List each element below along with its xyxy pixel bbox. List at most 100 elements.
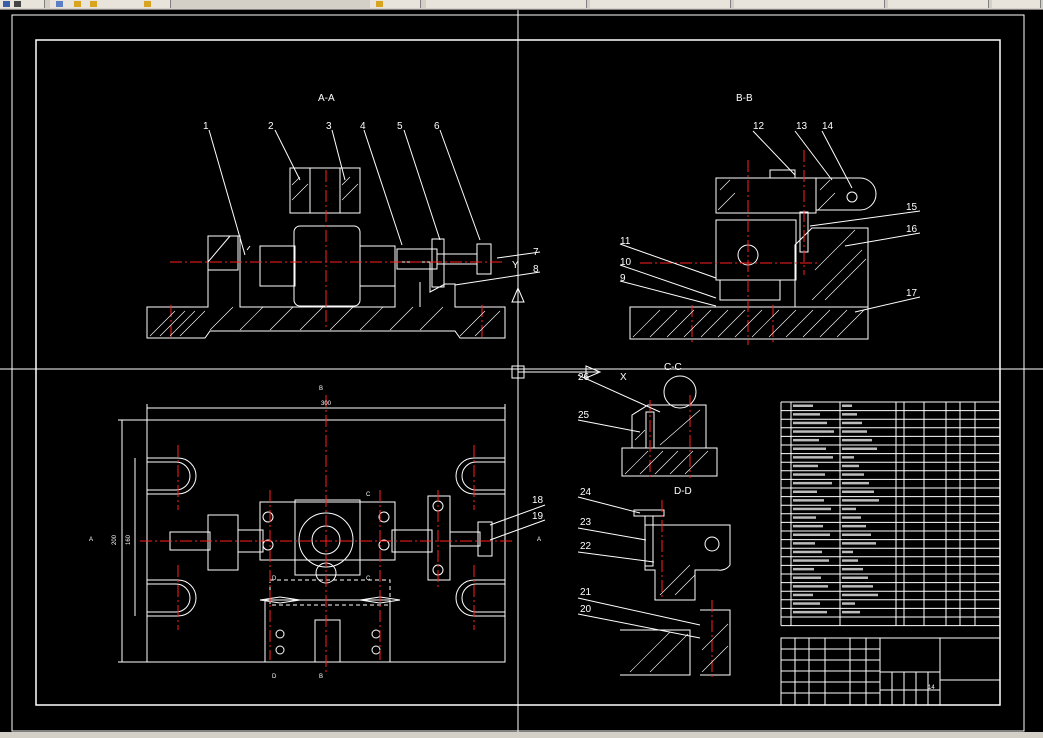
section-mark-d-bot: D bbox=[272, 674, 277, 680]
table-cell-text bbox=[842, 481, 869, 485]
table-cell-text bbox=[793, 610, 827, 614]
table-cell-text bbox=[842, 430, 867, 433]
toolbar-segment-tools bbox=[50, 0, 171, 8]
table-cell-text bbox=[842, 567, 863, 571]
table-cell-text bbox=[842, 413, 857, 416]
table-cell-text bbox=[793, 542, 815, 545]
callout-17: 17 bbox=[906, 288, 918, 299]
view-aa: A-A bbox=[146, 93, 541, 340]
paste-icon[interactable] bbox=[90, 1, 97, 7]
table-cell-text bbox=[793, 456, 833, 459]
sheet-inner-border bbox=[35, 39, 1001, 706]
sheet-outer-border bbox=[11, 14, 1025, 732]
callout-25: 25 bbox=[578, 410, 590, 421]
table-cell-text bbox=[842, 438, 872, 442]
table-cell-text bbox=[842, 421, 862, 425]
table-cell-text bbox=[842, 524, 866, 528]
table-cell-text bbox=[842, 404, 852, 407]
table-cell-text bbox=[842, 516, 861, 519]
bb-base-plate bbox=[629, 306, 869, 340]
view-aa-title: A-A bbox=[318, 93, 335, 104]
table-cell-text bbox=[842, 533, 871, 536]
ucs-icon: X Y bbox=[511, 260, 627, 383]
table-cell-text bbox=[842, 542, 876, 545]
open-icon[interactable] bbox=[56, 1, 63, 7]
layer-icon[interactable] bbox=[144, 1, 151, 7]
toolbar-dropdown-1[interactable] bbox=[426, 0, 587, 8]
callout-5: 5 bbox=[397, 121, 403, 132]
table-cell-text bbox=[793, 421, 827, 425]
section-mark-c-mid: C bbox=[366, 576, 371, 582]
table-cell-text bbox=[793, 602, 820, 605]
callout-21: 21 bbox=[580, 587, 592, 598]
table-cell-text bbox=[793, 550, 822, 554]
drawing-canvas[interactable]: X Y A-A bbox=[0, 10, 1043, 732]
callout-2: 2 bbox=[268, 121, 274, 132]
table-cell-text bbox=[793, 430, 834, 433]
table-cell-text bbox=[793, 490, 817, 493]
table-cell-text bbox=[793, 438, 819, 442]
table-cell-text bbox=[842, 507, 856, 511]
table-cell-text bbox=[793, 576, 821, 579]
table-cell-text bbox=[793, 507, 831, 511]
toolbar-dropdown-3[interactable] bbox=[734, 0, 885, 8]
table-cell-text bbox=[842, 490, 874, 493]
cad-drawing[interactable]: X Y A-A bbox=[0, 10, 1043, 732]
callout-15: 15 bbox=[906, 202, 918, 213]
view-dd: D-D 24 23 22 21 20 bbox=[577, 486, 731, 678]
callout-20: 20 bbox=[580, 604, 592, 615]
section-mark-c-top: C bbox=[366, 492, 371, 498]
bb-clamp-plate bbox=[715, 177, 817, 214]
toolbar-dropdown-2[interactable] bbox=[590, 0, 731, 8]
properties-icon[interactable] bbox=[74, 1, 81, 7]
callout-12: 12 bbox=[753, 121, 765, 132]
callout-11: 11 bbox=[620, 236, 631, 247]
bb-workpiece bbox=[715, 219, 797, 281]
section-mark-d-mid: D bbox=[272, 576, 277, 582]
table-cell-text bbox=[842, 602, 855, 605]
table-cell-text bbox=[842, 610, 860, 614]
aa-workpiece bbox=[293, 225, 361, 307]
dim-height: 200 bbox=[112, 534, 118, 545]
table-cell-text bbox=[793, 533, 830, 536]
table-cell-text bbox=[793, 404, 813, 407]
callout-3: 3 bbox=[326, 121, 332, 132]
callout-8: 8 bbox=[533, 264, 539, 275]
view-cc: C-C 26 25 bbox=[577, 362, 718, 478]
table-cell-text bbox=[793, 559, 829, 562]
dim-inner: 160 bbox=[126, 534, 132, 545]
table-cell-text bbox=[793, 516, 816, 519]
save-icon[interactable] bbox=[3, 1, 10, 7]
table-cell-text bbox=[842, 464, 859, 468]
section-mark-a-left: A bbox=[89, 537, 93, 543]
command-line[interactable] bbox=[0, 732, 1043, 738]
sheet-number: 14 bbox=[928, 685, 935, 691]
view-plan: 300 200 160 B B A A C C D D 18 19 bbox=[89, 386, 546, 680]
callout-4: 4 bbox=[360, 121, 366, 132]
table-cell-text bbox=[793, 473, 825, 476]
table-cell-text bbox=[842, 576, 868, 579]
table-cell-text bbox=[842, 559, 858, 562]
callout-14: 14 bbox=[822, 121, 834, 132]
table-cell-text bbox=[793, 413, 820, 416]
section-mark-b-top: B bbox=[319, 386, 323, 392]
title-block-grid bbox=[781, 638, 929, 705]
parts-list-table bbox=[780, 401, 1001, 627]
callout-6: 6 bbox=[434, 121, 440, 132]
print-icon[interactable] bbox=[14, 1, 21, 7]
ucs-y-label: Y bbox=[512, 260, 519, 271]
toolbar-dropdown-4[interactable] bbox=[888, 0, 989, 8]
table-cell-text bbox=[842, 550, 853, 554]
callout-22: 22 bbox=[580, 541, 592, 552]
table-cell-text bbox=[793, 481, 832, 485]
aa-drill-bushing bbox=[289, 167, 361, 214]
table-cell-text bbox=[793, 499, 824, 502]
callout-24: 24 bbox=[580, 487, 592, 498]
table-cell-text bbox=[842, 456, 854, 459]
layer-state-icon[interactable] bbox=[376, 1, 383, 7]
table-cell-text bbox=[793, 524, 823, 528]
toolbar-dropdown-5[interactable] bbox=[992, 0, 1041, 8]
callout-9: 9 bbox=[620, 273, 626, 284]
table-cell-text bbox=[842, 473, 864, 476]
table-cell-text bbox=[793, 447, 826, 450]
